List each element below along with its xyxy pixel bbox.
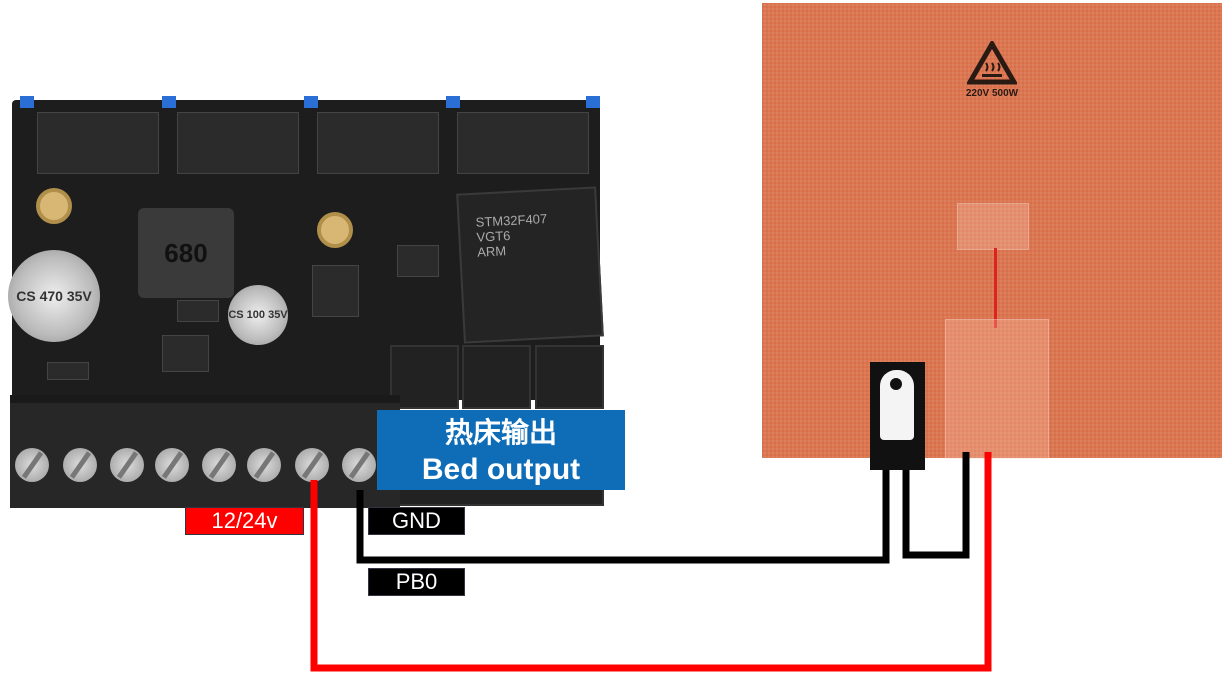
connector: [462, 345, 531, 409]
heater-pad: 220V 500W: [762, 3, 1222, 459]
terminal-block: [10, 395, 400, 508]
bed-output-label: 热床输出 Bed output: [377, 410, 625, 490]
heater-rating: 220V 500W: [965, 88, 1019, 99]
pb0-label: PB0: [368, 568, 465, 596]
driver-area: [317, 112, 439, 174]
bed-output-zh: 热床输出: [444, 417, 557, 448]
tape-patch: [957, 203, 1029, 250]
bed-output-en: Bed output: [421, 453, 581, 486]
thermal-fuse: [870, 362, 925, 470]
connector: [535, 345, 604, 409]
capacitor-large: CS 470 35V: [8, 250, 100, 342]
capacitor-small: CS 100 35V: [228, 285, 288, 345]
screw: [295, 448, 329, 482]
capacitor-text: CS 100 35V: [228, 309, 288, 321]
fuse-body: [880, 370, 914, 440]
screw: [342, 448, 376, 482]
crystal: [397, 245, 439, 277]
ic: [162, 335, 209, 372]
screw: [63, 448, 97, 482]
tape-patch: [945, 319, 1049, 459]
jumper: [586, 96, 600, 108]
fuse-wire: [902, 452, 970, 559]
hot-surface-icon: [965, 39, 1019, 85]
sensor-lead: [994, 248, 997, 328]
capacitor-text: CS 470 35V: [16, 288, 92, 304]
connector: [390, 345, 459, 409]
fuse-hole: [890, 378, 902, 390]
inductor: 680: [138, 208, 234, 298]
ic: [47, 362, 89, 380]
gnd-label: GND: [368, 507, 465, 535]
mount-hole: [36, 188, 72, 224]
driver-area: [37, 112, 159, 174]
driver-area: [457, 112, 589, 174]
screw: [202, 448, 236, 482]
ic: [177, 300, 219, 322]
power-label: 12/24v: [185, 507, 304, 535]
regulator: [312, 265, 359, 317]
jumper: [446, 96, 460, 108]
screw: [247, 448, 281, 482]
mount-hole: [317, 212, 353, 248]
heat-warning: 220V 500W: [957, 39, 1027, 99]
inductor-text: 680: [164, 237, 208, 268]
screw: [110, 448, 144, 482]
jumper: [304, 96, 318, 108]
gnd-wire: [356, 470, 890, 564]
screw: [15, 448, 49, 482]
screw: [155, 448, 189, 482]
power-wire: [310, 452, 992, 672]
driver-area: [177, 112, 299, 174]
jumper: [20, 96, 34, 108]
jumper: [162, 96, 176, 108]
